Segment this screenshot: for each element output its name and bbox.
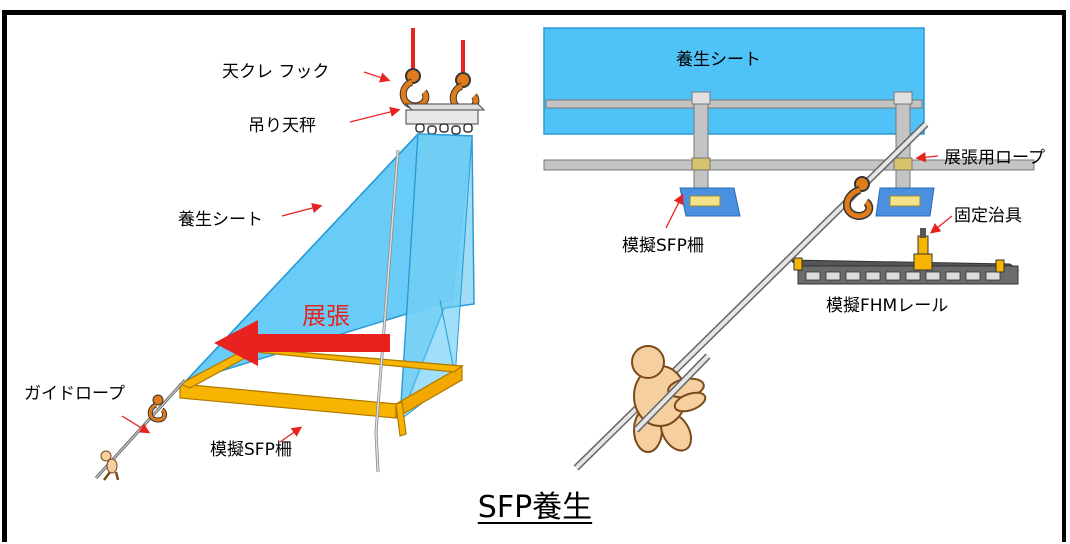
worker-large-icon bbox=[631, 345, 707, 453]
mock-sfp-rack-frame bbox=[177, 347, 464, 437]
caption-title: SFP養生 bbox=[0, 488, 1070, 528]
label-fixing-jig: 固定治具 bbox=[954, 206, 1022, 226]
rack-pipes bbox=[543, 91, 1035, 201]
curing-sheet-right bbox=[543, 27, 925, 135]
label-deploy-rope: 展張用ロープ bbox=[944, 148, 1045, 168]
rope-hook-icon bbox=[843, 176, 874, 221]
label-mock-sfp-rack-left: 模擬SFP柵 bbox=[210, 440, 292, 460]
label-curing-sheet-right: 養生シート bbox=[676, 50, 761, 70]
curing-sheet-left bbox=[182, 133, 475, 422]
label-curing-sheet-left: 養生シート bbox=[178, 210, 263, 230]
left-pointer-arrows bbox=[121, 71, 401, 443]
right-pointer-arrows bbox=[665, 152, 953, 234]
lifting-beam-icon bbox=[404, 103, 486, 135]
guide-rope-hook-icon bbox=[147, 394, 168, 423]
label-mock-fhm-rail: 模擬FHMレール bbox=[826, 296, 949, 316]
crane-cables bbox=[411, 28, 465, 72]
label-crane-hook: 天クレ フック bbox=[222, 62, 330, 82]
deploy-arrow-icon bbox=[214, 320, 390, 366]
fixing-jig-icon bbox=[913, 228, 933, 271]
label-deploy: 展張 bbox=[302, 302, 350, 330]
worker-small-icon bbox=[100, 450, 120, 481]
label-mock-sfp-rack-right: 模擬SFP柵 bbox=[622, 236, 704, 256]
rack-base-plates bbox=[679, 187, 935, 217]
label-lifting-beam: 吊り天秤 bbox=[248, 116, 316, 136]
mock-fhm-rail bbox=[788, 257, 1020, 285]
label-guide-rope: ガイドロープ bbox=[24, 384, 125, 404]
outer-frame bbox=[2, 10, 1066, 542]
caption-text: SFP養生 bbox=[477, 490, 593, 525]
